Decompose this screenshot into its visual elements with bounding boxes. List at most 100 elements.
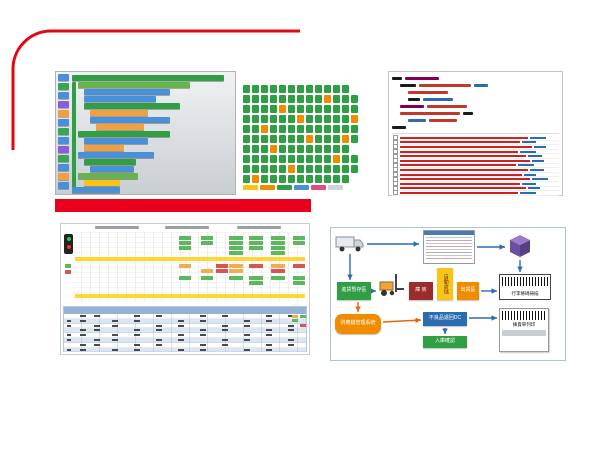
grid-cell[interactable] <box>333 115 340 123</box>
grid-cell[interactable] <box>243 145 250 153</box>
grid-cell[interactable] <box>279 115 286 123</box>
grid-cell[interactable] <box>279 175 286 183</box>
grid-cell[interactable] <box>279 155 286 163</box>
grid-cell[interactable] <box>243 125 250 133</box>
grid-cell[interactable] <box>351 125 358 133</box>
grid-cell[interactable] <box>297 135 304 143</box>
grid-cell[interactable] <box>270 105 277 113</box>
grid-cell[interactable] <box>243 175 250 183</box>
blockly-block[interactable] <box>90 166 134 172</box>
blockly-block[interactable] <box>78 131 170 137</box>
grid-cell[interactable] <box>333 85 340 93</box>
blockly-block[interactable] <box>72 187 120 193</box>
grid-cell[interactable] <box>288 105 295 113</box>
grid-cell[interactable] <box>297 95 304 103</box>
grid-cell[interactable] <box>261 135 268 143</box>
grid-cell[interactable] <box>342 145 349 153</box>
toolbox-item[interactable] <box>58 101 69 108</box>
grid-cell[interactable] <box>351 155 358 163</box>
grid-cell[interactable] <box>252 175 259 183</box>
toolbox-item[interactable] <box>58 164 69 171</box>
blockly-block[interactable] <box>84 180 120 186</box>
grid-cell[interactable] <box>288 165 295 173</box>
blockly-block[interactable] <box>78 82 190 88</box>
log-row[interactable] <box>392 167 559 173</box>
log-row-checkbox[interactable] <box>393 167 398 173</box>
grid-cell[interactable] <box>243 115 250 123</box>
grid-cell[interactable] <box>297 85 304 93</box>
grid-cell[interactable] <box>324 175 331 183</box>
grid-cell[interactable] <box>270 165 277 173</box>
toolbox-item[interactable] <box>58 74 69 81</box>
toolbox-item[interactable] <box>58 173 69 180</box>
grid-cell[interactable] <box>279 85 286 93</box>
log-row-checkbox[interactable] <box>393 135 398 141</box>
grid-cell[interactable] <box>270 135 277 143</box>
grid-cell[interactable] <box>333 105 340 113</box>
grid-cell[interactable] <box>288 145 295 153</box>
blockly-block[interactable] <box>84 138 148 144</box>
grid-cell[interactable] <box>252 85 259 93</box>
log-row[interactable] <box>392 135 559 141</box>
grid-cell[interactable] <box>288 135 295 143</box>
grid-tab[interactable] <box>328 185 343 190</box>
grid-cell[interactable] <box>324 105 331 113</box>
grid-cell[interactable] <box>342 135 349 143</box>
grid-cell[interactable] <box>333 175 340 183</box>
grid-cell[interactable] <box>288 95 295 103</box>
log-row-checkbox[interactable] <box>393 149 398 155</box>
blockly-block[interactable] <box>84 103 180 109</box>
table-row[interactable] <box>64 318 306 324</box>
log-row-checkbox[interactable] <box>393 176 398 182</box>
grid-cell[interactable] <box>261 145 268 153</box>
grid-cell[interactable] <box>261 155 268 163</box>
log-row[interactable] <box>392 190 559 196</box>
grid-cell[interactable] <box>252 125 259 133</box>
blockly-block[interactable] <box>78 152 154 158</box>
log-row[interactable] <box>392 158 559 164</box>
blockly-block[interactable] <box>78 173 138 179</box>
grid-cell[interactable] <box>306 155 313 163</box>
grid-cell[interactable] <box>270 125 277 133</box>
grid-cell[interactable] <box>288 85 295 93</box>
grid-tab[interactable] <box>311 185 326 190</box>
toolbox-item[interactable] <box>58 155 69 162</box>
blockly-block[interactable] <box>84 89 170 95</box>
grid-cell[interactable] <box>243 95 250 103</box>
grid-cell[interactable] <box>351 85 358 93</box>
grid-cell[interactable] <box>315 85 322 93</box>
grid-cell[interactable] <box>297 105 304 113</box>
grid-cell[interactable] <box>351 95 358 103</box>
grid-cell[interactable] <box>279 165 286 173</box>
grid-cell[interactable] <box>297 165 304 173</box>
grid-cell[interactable] <box>306 145 313 153</box>
grid-cell[interactable] <box>324 145 331 153</box>
grid-tab[interactable] <box>277 185 292 190</box>
grid-cell[interactable] <box>333 145 340 153</box>
grid-cell[interactable] <box>279 125 286 133</box>
grid-cell[interactable] <box>288 155 295 163</box>
log-row[interactable] <box>392 139 559 146</box>
grid-cell[interactable] <box>342 95 349 103</box>
grid-cell[interactable] <box>252 95 259 103</box>
grid-cell[interactable] <box>261 85 268 93</box>
grid-cell[interactable] <box>306 125 313 133</box>
grid-cell[interactable] <box>342 175 349 183</box>
grid-cell[interactable] <box>243 105 250 113</box>
grid-cell[interactable] <box>306 115 313 123</box>
grid-cell[interactable] <box>261 105 268 113</box>
grid-cell[interactable] <box>297 115 304 123</box>
grid-cell[interactable] <box>306 165 313 173</box>
grid-cell[interactable] <box>252 145 259 153</box>
grid-cell[interactable] <box>270 175 277 183</box>
log-row[interactable] <box>392 172 559 178</box>
log-row-checkbox[interactable] <box>393 139 398 145</box>
toolbox-item[interactable] <box>58 110 69 117</box>
grid-cell[interactable] <box>306 135 313 143</box>
grid-cell[interactable] <box>243 155 250 163</box>
blockly-block[interactable] <box>90 117 170 123</box>
toolbox-item[interactable] <box>58 137 69 144</box>
grid-cell[interactable] <box>279 95 286 103</box>
toolbox-item[interactable] <box>58 92 69 99</box>
blockly-block[interactable] <box>84 96 156 102</box>
